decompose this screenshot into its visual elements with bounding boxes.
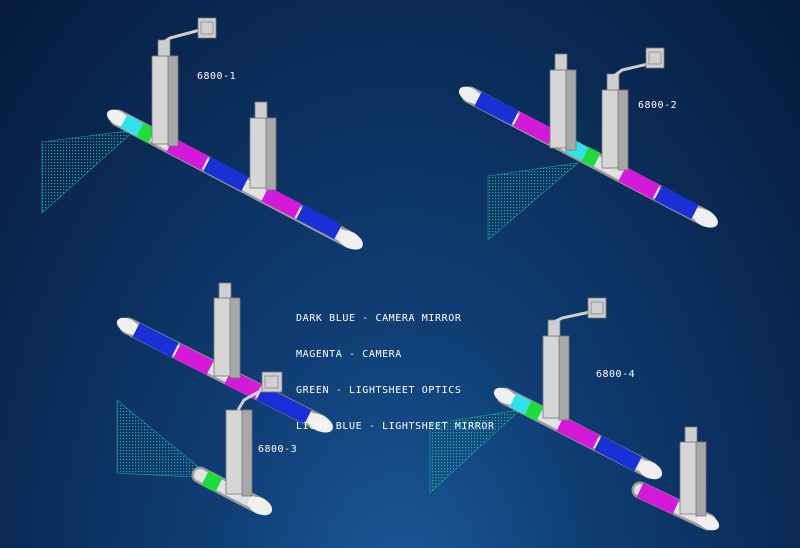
label-6800-1: 6800-1: [197, 71, 237, 82]
magenta-segment: [173, 343, 214, 376]
lightsheet-fan-2: [487, 162, 579, 241]
assembly-6800-3: [116, 282, 333, 516]
legend-line: MAGENTA - CAMERA: [296, 349, 402, 360]
magenta-segment: [636, 482, 680, 515]
green-segment: [201, 470, 223, 493]
lightsheet-fan-1: [41, 129, 136, 214]
lightblue-segment: [509, 393, 532, 415]
lightsheet-fan-4: [429, 409, 521, 494]
darkblue-segment: [654, 185, 699, 220]
color-legend: DARK BLUE - CAMERA MIRROR MAGENTA - CAME…: [296, 289, 495, 457]
lightsheet-fan-3: [116, 399, 213, 479]
darkblue-segment: [203, 156, 249, 192]
magenta-segment: [618, 166, 660, 200]
magenta-segment: [556, 416, 600, 450]
green-segment: [524, 400, 544, 422]
darkblue-segment: [594, 435, 642, 472]
label-6800-2: 6800-2: [638, 100, 678, 111]
green-segment: [136, 122, 156, 144]
legend-line: GREEN - LIGHTSHEET OPTICS: [296, 385, 462, 396]
darkblue-segment: [474, 91, 519, 126]
magenta-segment: [261, 186, 302, 219]
legend-line: DARK BLUE - CAMERA MIRROR: [296, 313, 462, 324]
darkblue-segment: [296, 204, 342, 240]
lightblue-segment: [120, 114, 146, 138]
assembly-6800-1: [41, 17, 363, 250]
legend-line: LIGHT BLUE - LIGHTSHEET MIRROR: [296, 421, 495, 432]
magenta-segment: [224, 369, 262, 400]
assembly-6800-4: [429, 297, 720, 531]
assembly-6800-2: [458, 47, 718, 241]
darkblue-segment: [132, 322, 179, 358]
magenta-segment: [166, 137, 209, 171]
green-segment: [581, 146, 601, 168]
magenta-segment: [513, 111, 556, 145]
darkblue-segment: [256, 385, 312, 425]
label-6800-4: 6800-4: [596, 369, 636, 380]
label-6800-3: 6800-3: [258, 444, 298, 455]
